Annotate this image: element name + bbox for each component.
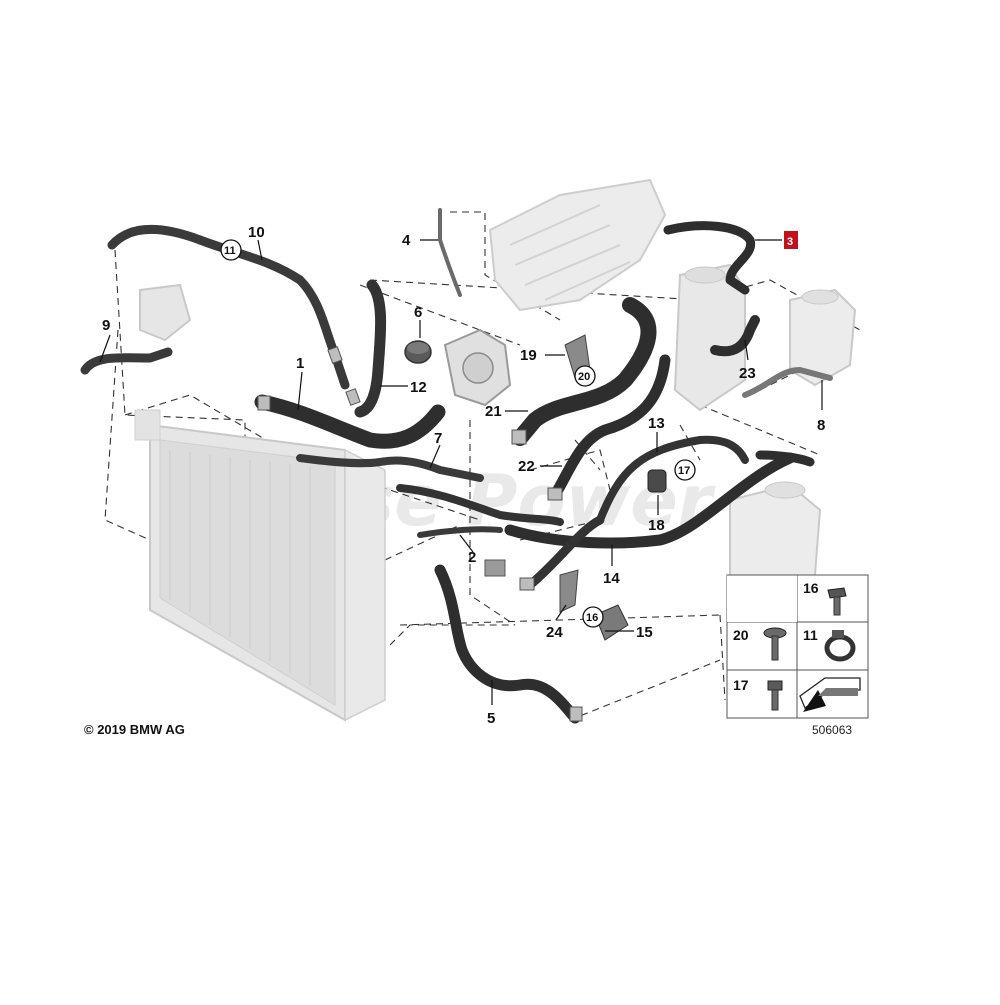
callout-6: 6 [414, 304, 422, 321]
circled-callout-20: 20 [578, 371, 590, 383]
circled-callout-16: 16 [586, 612, 598, 624]
callout-8: 8 [817, 417, 825, 434]
bracket-24 [559, 569, 579, 613]
callout-13: 13 [648, 415, 665, 432]
callout-23: 23 [739, 365, 756, 382]
screw-20-icon [763, 627, 787, 661]
bolt-16-icon [827, 587, 847, 616]
grommet-18 [647, 469, 667, 493]
callout-2: 2 [468, 549, 476, 566]
callout-24: 24 [546, 624, 563, 641]
callout-3-highlight: 3 [784, 231, 798, 249]
diagram-reference-number: 506063 [812, 723, 853, 737]
highlight-box [784, 231, 798, 249]
callout-numbers: 10 4 6 12 1 9 7 2 5 19 21 22 13 18 14 24… [102, 224, 825, 727]
fittings [257, 346, 583, 722]
callout-1: 1 [296, 355, 304, 372]
legend-label-11: 11 [803, 627, 818, 643]
cap-part-6 [404, 340, 432, 364]
clamp-11-icon [824, 630, 856, 662]
callout-leaders [99, 239, 823, 705]
bolt-17-icon [767, 680, 783, 711]
callout-22: 22 [518, 458, 535, 475]
bracket-15 [594, 604, 629, 641]
oil-filter-housing [673, 263, 746, 412]
callout-14: 14 [603, 570, 620, 587]
callout-9: 9 [102, 317, 110, 334]
callout-7: 7 [434, 430, 442, 447]
fastener-legend: 16 20 11 17 [726, 574, 869, 719]
callout-18: 18 [648, 517, 665, 534]
water-pump [443, 328, 512, 407]
legend-label-17: 17 [733, 677, 749, 693]
legend-label-16: 16 [803, 580, 819, 596]
expansion-tank-upper [789, 288, 857, 387]
callout-12: 12 [410, 379, 427, 396]
hoses [80, 208, 833, 724]
callout-15: 15 [636, 624, 653, 641]
circled-callouts: 11 20 17 16 [220, 239, 696, 628]
callout-21: 21 [485, 403, 502, 420]
callout-5: 5 [487, 710, 495, 727]
circled-callout-17: 17 [678, 465, 690, 477]
radiator [134, 409, 386, 722]
callout-10: 10 [248, 224, 265, 241]
copyright-text: © 2019 BMW AG [84, 722, 185, 737]
direction-arrow-icon [799, 677, 861, 712]
circled-callout-11: 11 [224, 245, 236, 257]
callout-3: 3 [787, 236, 793, 248]
legend-label-20: 20 [733, 627, 749, 643]
callout-19: 19 [520, 347, 537, 364]
intake-manifold [488, 178, 667, 312]
reservoir-small [139, 283, 192, 342]
callout-4: 4 [402, 232, 411, 249]
